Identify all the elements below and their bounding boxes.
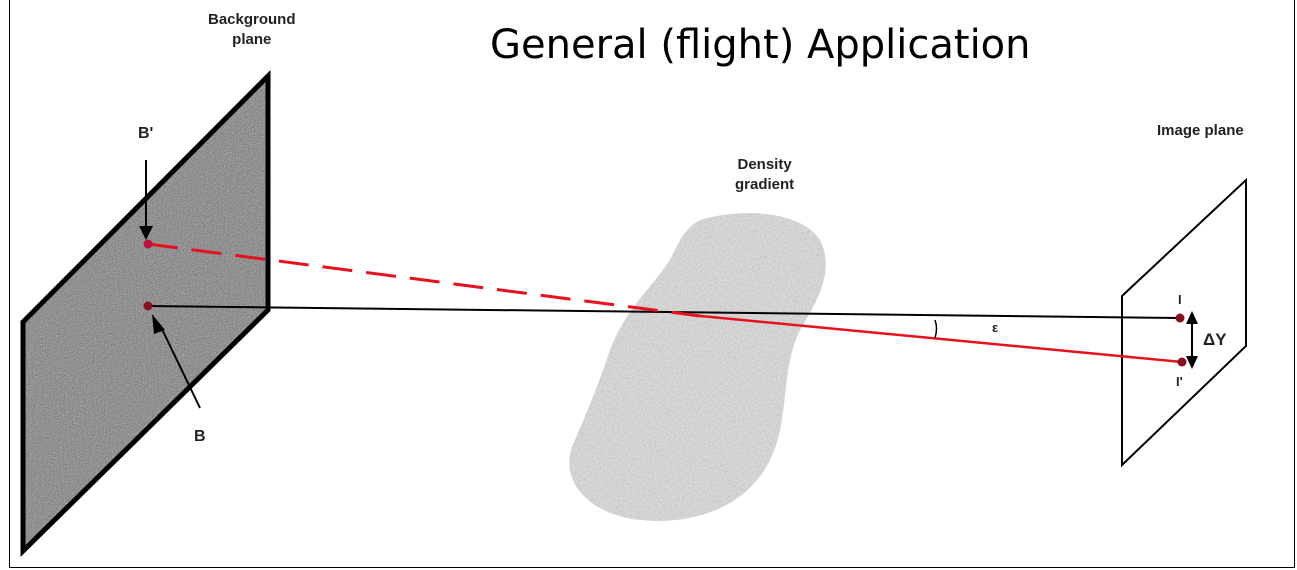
background-plane-label-line2: plane <box>232 31 272 48</box>
b-label: B <box>194 428 206 445</box>
deflected-ray-solid <box>689 313 1183 364</box>
image-plane-label: Image plane <box>1157 122 1244 139</box>
page-title: General (flight) Application <box>490 22 1031 68</box>
point-i <box>1175 313 1185 323</box>
density-gradient-label: Density gradient <box>735 155 794 195</box>
density-gradient-label-line2: gradient <box>735 176 795 193</box>
reference-ray <box>147 305 1181 319</box>
i-label: I <box>1178 292 1182 307</box>
image-plane <box>1121 177 1247 468</box>
point-b-prime <box>143 239 153 249</box>
i-prime-label: I' <box>1176 374 1183 389</box>
epsilon-arc <box>934 319 938 339</box>
b-prime-pointer-arrow <box>139 160 153 240</box>
epsilon-label: ε <box>992 320 999 335</box>
point-b <box>143 301 153 311</box>
background-plane-label-line1: Background <box>208 11 296 28</box>
delta-y-arrow <box>1186 311 1198 369</box>
b-pointer-arrow <box>152 314 201 409</box>
point-i-prime <box>1177 357 1187 367</box>
delta-y-label: ΔY <box>1203 330 1227 349</box>
b-prime-label: B' <box>138 125 154 142</box>
density-gradient-label-line1: Density <box>737 156 792 173</box>
background-plane-label: Background plane <box>208 10 296 50</box>
deflected-ray-dashed <box>147 242 701 318</box>
figure-frame <box>9 0 1295 568</box>
density-gradient-blob <box>569 213 826 521</box>
